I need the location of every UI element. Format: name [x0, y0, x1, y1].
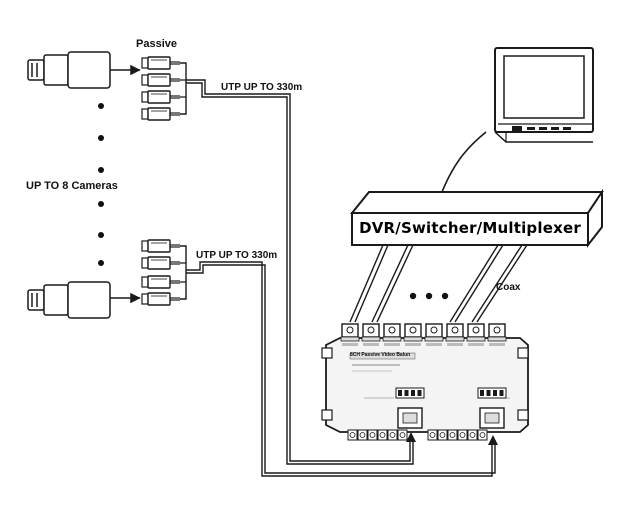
balun-group-top	[141, 56, 187, 121]
bnc-connector	[340, 323, 360, 346]
camera-icon-bottom	[27, 281, 141, 319]
bnc-connector	[445, 323, 465, 346]
utp-label-bottom: UTP UP TO 330m	[196, 250, 278, 261]
hub-rj45-ports	[395, 387, 507, 429]
bnc-connector	[361, 323, 381, 346]
utp-label-top: UTP UP TO 330m	[221, 82, 303, 93]
terminal-screw	[427, 429, 438, 441]
bnc-connector	[382, 323, 402, 346]
monitor-cable	[441, 131, 487, 193]
terminal-screw	[367, 429, 378, 441]
balun-bracket	[180, 245, 187, 300]
bnc-connector	[466, 323, 486, 346]
balun-group-bottom	[141, 239, 187, 306]
terminal-screw	[397, 429, 408, 441]
terminal-screw	[477, 429, 488, 441]
terminal-screw	[437, 429, 448, 441]
balun-connector	[141, 239, 180, 253]
coax-cables	[349, 244, 528, 323]
ellipsis-dots-horizontal	[409, 292, 449, 300]
terminal-screw	[387, 429, 398, 441]
utp-cable-top	[186, 79, 416, 465]
coax-label: Coax	[496, 282, 521, 293]
balun-connector	[141, 275, 180, 289]
bnc-connector	[487, 323, 507, 346]
dvr-label: DVR/Switcher/Multiplexer	[359, 219, 581, 237]
terminal-screw	[457, 429, 468, 441]
terminal-screw	[467, 429, 478, 441]
hub-bnc-connectors	[340, 323, 507, 346]
balun-connector	[141, 90, 180, 104]
terminal-screw	[357, 429, 368, 441]
terminal-screw	[347, 429, 358, 441]
balun-bracket	[180, 62, 187, 115]
balun-connector	[141, 73, 180, 87]
bnc-connector	[403, 323, 423, 346]
terminal-screw	[447, 429, 458, 441]
utp-cable-bottom	[186, 261, 498, 477]
hub-terminal-blocks	[347, 429, 488, 441]
balun-connector	[141, 56, 180, 70]
balun-connector	[141, 292, 180, 306]
dvr-device	[349, 188, 604, 248]
passive-video-balun-hub	[321, 337, 529, 433]
rj45-port	[477, 387, 507, 429]
camera-icon-top	[27, 51, 141, 89]
ellipsis-dots-vertical	[98, 103, 104, 266]
hub-title: 8CH Passive Video Balun	[350, 352, 411, 358]
balun-connector	[141, 256, 180, 270]
rj45-port	[395, 387, 425, 429]
balun-connector	[141, 107, 180, 121]
monitor-icon	[494, 47, 594, 143]
cameras-label: UP TO 8 Cameras	[26, 180, 118, 192]
terminal-screw	[377, 429, 388, 441]
passive-label: Passive	[136, 38, 177, 50]
bnc-connector	[424, 323, 444, 346]
